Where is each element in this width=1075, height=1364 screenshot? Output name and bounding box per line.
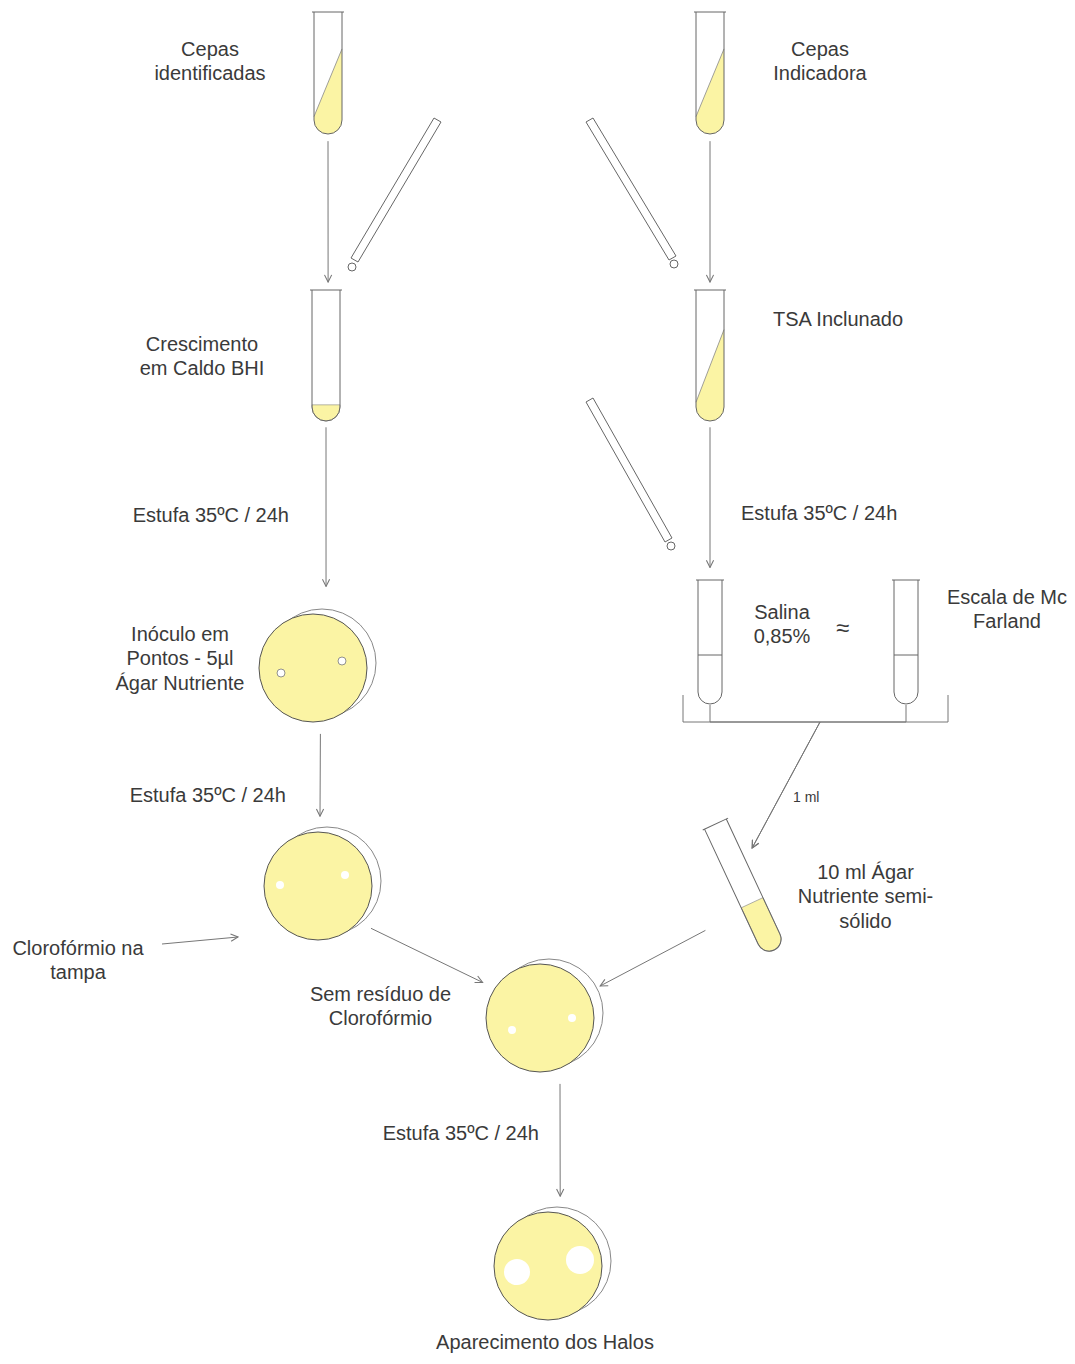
flow-arrow [560,1084,561,1196]
label-text: Inóculo em Pontos - 5µl Ágar Nutriente [105,622,255,695]
leader-arrow [162,937,238,944]
petri-dish-shape [485,960,605,1078]
test-tube: Cepas identificadas [313,12,343,135]
test-tube-shape [313,12,343,135]
inoculating-loop [348,118,441,271]
flow-arrow [326,427,327,586]
label-text: Salina 0,85% [739,600,825,649]
edge-label: Estufa 35ºC / 24h [130,503,292,528]
node-label: TSA Inclunado [773,307,943,331]
flow-arrow [710,427,711,567]
label-text: TSA Inclunado [773,307,943,331]
test-tube-shape [695,12,725,135]
flow-arrow [371,928,483,982]
agar-tube: 10 ml Ágar Nutriente semi-sólido [700,805,790,970]
petri-dish: Sem resíduo de Clorofórmio [485,960,605,1078]
node-label: 10 ml Ágar Nutriente semi-sólido [788,860,943,933]
node-label: Cepas identificadas [145,37,275,86]
flow-arrow [328,141,329,282]
flow-arrow [752,705,906,848]
node-label: Clorofórmio na tampa [12,936,144,985]
broth-tube: Crescimento em Caldo BHI [311,290,341,422]
flow-arrow [600,930,705,986]
node-label: Cepas Indicadora [755,37,885,86]
label-text: Crescimento em Caldo BHI [132,332,272,381]
inoculating-loop [586,398,675,550]
label-text: Clorofórmio na tampa [12,936,144,985]
label-text: Sem resíduo de Clorofórmio [303,982,458,1031]
petri-dish-shape [493,1208,613,1326]
node-label: Escala de Mc Farland [946,585,1068,634]
flow-arrow [320,734,321,816]
inoculating-loop [586,118,678,268]
edge-label: Estufa 35ºC / 24h [127,783,289,808]
test-tube: Cepas Indicadora [695,12,725,135]
node-label: Salina 0,85% [739,600,825,649]
node-label: Aparecimento dos Halos [425,1330,665,1354]
flow-arrow [710,141,711,282]
saline-tube: Salina 0,85% [697,580,723,705]
label-text: Escala de Mc Farland [946,585,1068,634]
edge-label: Estufa 35ºC / 24h [738,501,900,526]
label-text: Aparecimento dos Halos [425,1330,665,1354]
petri-dish: Aparecimento dos Halos [493,1208,613,1326]
saline-tube-shape [697,580,723,705]
slant-tube-shape [695,290,725,422]
mcfarland-tube-shape [893,580,919,705]
petri-dish: Inóculo em Pontos - 5µl Ágar Nutriente [258,610,378,728]
edge-label: Estufa 35ºC / 24h [380,1121,542,1146]
petri-dish: Clorofórmio na tampa [263,828,383,946]
petri-dish-shape [263,828,383,946]
approx-symbol: ≈ [836,614,849,642]
node-label: Inóculo em Pontos - 5µl Ágar Nutriente [105,622,255,695]
label-text: Cepas Indicadora [755,37,885,86]
petri-dish-shape [258,610,378,728]
slant-tube: TSA Inclunado [695,290,725,422]
label-text: 10 ml Ágar Nutriente semi-sólido [788,860,943,933]
broth-tube-shape [311,290,341,422]
node-label: Crescimento em Caldo BHI [132,332,272,381]
node-label: Sem resíduo de Clorofórmio [303,982,458,1031]
label-text: Cepas identificadas [145,37,275,86]
edge-label: 1 ml [790,788,822,806]
mcfarland-tube: Escala de Mc Farland [893,580,919,705]
agar-tube-shape [700,805,790,970]
